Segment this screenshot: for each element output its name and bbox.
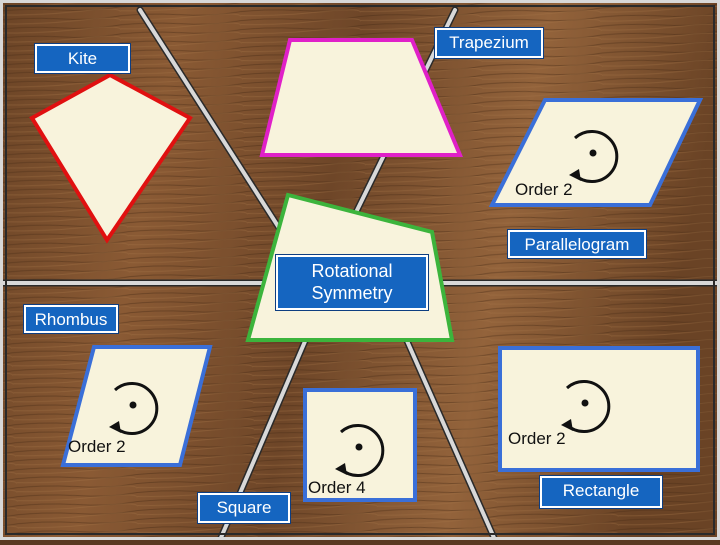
inner-frame [5, 5, 715, 535]
parallelogram-order-text: Order 2 [515, 180, 573, 199]
kite-label: Kite [35, 44, 130, 73]
square-label: Square [198, 493, 290, 523]
rhombus-order-text: Order 2 [68, 437, 126, 456]
rhombus-label: Rhombus [24, 305, 118, 333]
kite-shape [29, 72, 193, 244]
rhombus-shape [60, 345, 213, 467]
trapezium-shape [259, 38, 464, 157]
rectangle-shape [498, 346, 700, 472]
rectangle-order-text: Order 2 [508, 429, 566, 448]
rotational-symmetry-label: Rotational Symmetry [276, 255, 428, 310]
rectangle-label: Rectangle [540, 476, 662, 508]
square-order-text: Order 4 [308, 478, 366, 497]
parallelogram-label: Parallelogram [508, 230, 646, 258]
trapezium-label: Trapezium [435, 28, 543, 58]
